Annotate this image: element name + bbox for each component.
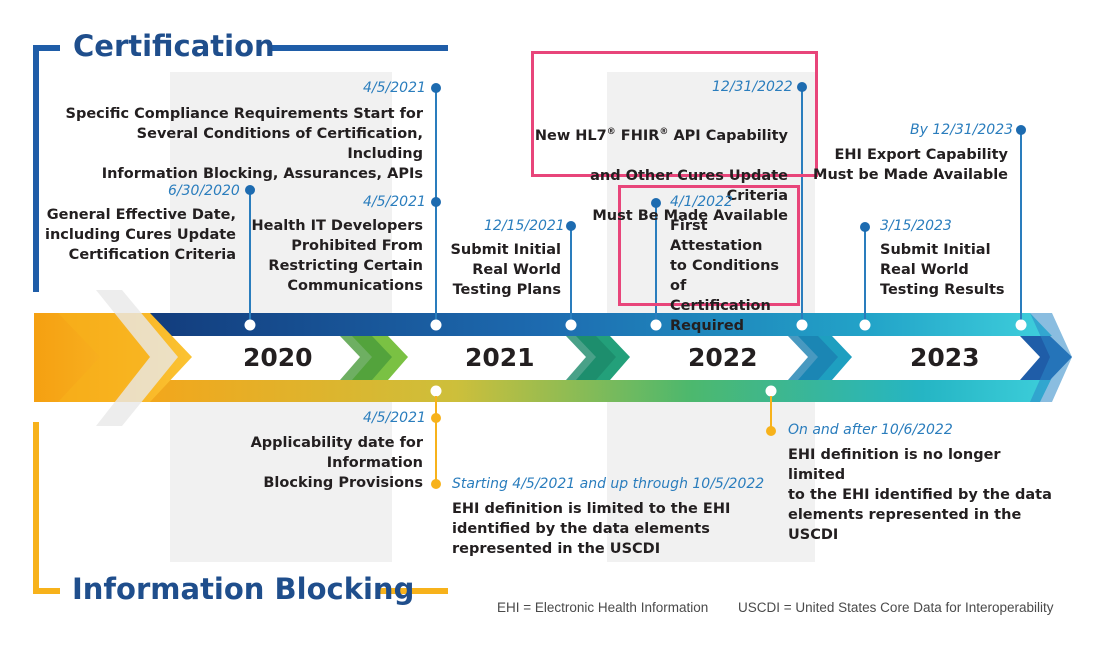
- cert-event-1-text: Specific Compliance Requirements Start f…: [65, 106, 423, 182]
- cert-event-2-text: General Effective Date, including Cures …: [45, 207, 236, 263]
- highlight-box-attestation: [618, 185, 800, 306]
- certification-title: Certification: [73, 29, 275, 63]
- ib-event-3-text: EHI definition is no longer limited to t…: [788, 447, 1052, 543]
- ib-event-2-text: EHI definition is limited to the EHI ide…: [452, 501, 731, 557]
- cert-event-5-text: New HL7® FHIR® API Capability and Other …: [528, 102, 788, 226]
- ib-event-1-text: Applicability date for Information Block…: [250, 435, 423, 491]
- cert-event-6-text: First Attestation to Conditions of Certi…: [670, 218, 780, 334]
- cert-event-1-date: 4/5/2021: [363, 80, 426, 96]
- cert-event-5-rest: and Other Cures Update Criteria Must Be …: [590, 167, 788, 224]
- cert-event-4-date: 12/15/2021: [484, 218, 565, 234]
- ib-event-3-date: On and after 10/6/2022: [788, 422, 953, 438]
- cert-event-7-text: EHI Export Capability Must be Made Avail…: [813, 147, 1008, 183]
- footnote-uscdi: USCDI = United States Core Data for Inte…: [738, 600, 1054, 615]
- information-blocking-title: Information Blocking: [72, 572, 415, 606]
- cert-event-8-text: Submit Initial Real World Testing Result…: [880, 242, 1005, 298]
- cert-event-8-date: 3/15/2023: [880, 218, 952, 234]
- ib-event-1-date: 4/5/2021: [363, 410, 426, 426]
- registered-mark-2: ®: [659, 127, 669, 137]
- cert-event-2-date: 6/30/2020: [168, 183, 240, 199]
- cert-event-3-date: 4/5/2021: [363, 194, 426, 210]
- cert-event-5-line1b: FHIR: [615, 127, 660, 144]
- cert-event-5-date: 12/31/2022: [712, 79, 793, 95]
- cert-event-5-line1a: New HL7: [534, 127, 607, 144]
- cert-event-4-text: Submit Initial Real World Testing Plans: [450, 242, 561, 298]
- highlight-box-fhir: [531, 51, 818, 177]
- ib-event-2-date: Starting 4/5/2021 and up through 10/5/20…: [452, 476, 765, 492]
- footnote-ehi: EHI = Electronic Health Information: [497, 600, 709, 615]
- year-label-2021: 2021: [465, 343, 535, 372]
- year-label-2022: 2022: [688, 343, 758, 372]
- cert-event-5-line1c: API Capability: [668, 127, 788, 144]
- cert-event-6-date: 4/1/2022: [670, 194, 733, 210]
- year-label-2020: 2020: [243, 343, 313, 372]
- cert-event-3-text: Health IT Developers Prohibited From Res…: [251, 218, 423, 294]
- year-label-2023: 2023: [910, 343, 980, 372]
- cert-event-7-date: By 12/31/2023: [910, 122, 1014, 138]
- registered-mark-1: ®: [606, 127, 616, 137]
